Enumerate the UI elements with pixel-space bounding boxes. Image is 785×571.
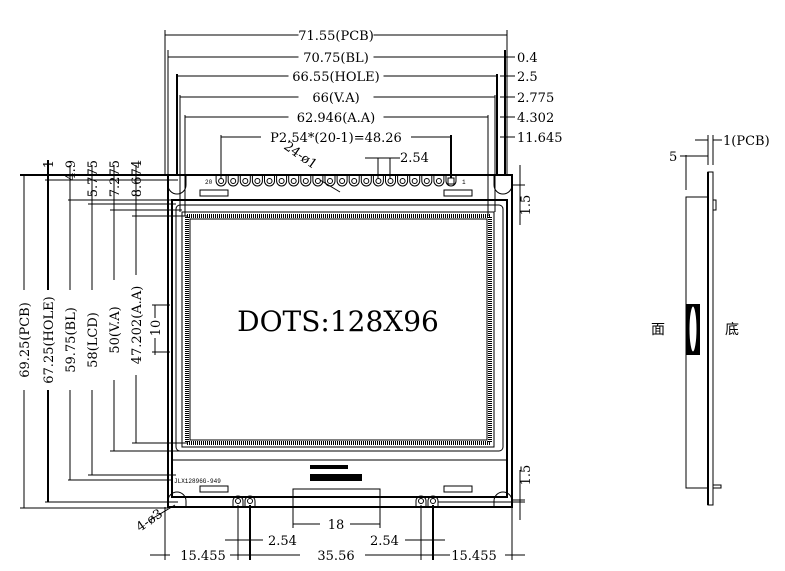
bottom-connector-tab: [292, 488, 381, 507]
pin-label-last: 20: [205, 179, 213, 186]
va-height-dim: 50(V.A): [108, 306, 123, 353]
right-offset-4: 4.302: [517, 111, 554, 126]
va-width-dim: 66(V.A): [312, 91, 359, 106]
aa-height-dim: 47.202(A.A): [130, 286, 145, 365]
bottom-pin-pad: [415, 495, 427, 507]
pcb-outline: [167, 174, 513, 508]
connector-width: 18: [328, 518, 345, 533]
pin-pad: [336, 175, 348, 187]
pin-pitch-dim: 2.54: [400, 151, 429, 166]
left-offset-5: 8.674: [130, 160, 145, 197]
right-dimension-lines: [438, 165, 525, 520]
side-pcb-thickness: 1(PCB): [723, 134, 770, 149]
active-area-inner: [189, 218, 488, 441]
bottom-dimension-lines: [149, 504, 525, 560]
edge-left: 15.455: [180, 549, 226, 564]
pcb-width-dim: 71.55(PCB): [298, 29, 374, 44]
pin-pad: [251, 175, 263, 187]
pin-pad: [227, 175, 239, 187]
bottom-pins: [232, 495, 439, 507]
mount-holes-label: 4-ø3: [134, 506, 166, 535]
right-offset-3: 2.775: [517, 91, 554, 106]
pin-pad: [215, 175, 227, 187]
small-height-dim: 10: [149, 320, 164, 337]
pcb-height-dim: 69.25(PCB): [18, 302, 33, 378]
center-span: 35.56: [317, 549, 354, 564]
chip-2: [310, 474, 362, 481]
backlight-frame: [171, 189, 508, 498]
pin-pad: [372, 175, 384, 187]
pin-span-dim: P2.54*(20-1)=48.26: [270, 131, 402, 146]
pin-pad: [276, 175, 288, 187]
left-offset-4: 7.275: [108, 160, 123, 197]
aa-width-dim: 62.946(A.A): [297, 111, 376, 126]
pitch-left: 2.54: [268, 534, 297, 549]
left-offset-2: 4.9: [64, 160, 79, 181]
display-label: DOTS:128X96: [237, 305, 439, 338]
hole-span-v-dim: 67.25(HOLE): [42, 296, 57, 383]
edge-right: 15.455: [451, 549, 497, 564]
pin-pad: [421, 175, 433, 187]
bl-width-dim: 70.75(BL): [303, 51, 369, 66]
side-back-label: 底: [725, 322, 739, 338]
right-offset-1: 0.4: [517, 51, 538, 66]
bottom-pin-pad: [232, 495, 244, 507]
right-offset-bottom: 1.5: [519, 465, 534, 486]
lcd-height-dim: 58(LCD): [86, 312, 101, 368]
pin-pad: [397, 175, 409, 187]
side-front-label: 面: [651, 322, 665, 338]
bl-height-dim: 59.75(BL): [64, 307, 79, 373]
active-area: [185, 214, 492, 445]
pin-pad: [409, 175, 421, 187]
pin-pad: [288, 175, 300, 187]
right-offset-5: 11.645: [517, 131, 563, 146]
bottom-pin-pad: [427, 495, 439, 507]
viewing-area: [181, 211, 495, 448]
side-view: [680, 135, 722, 506]
right-offset-2: 2.5: [517, 70, 538, 85]
pin-pad: [360, 175, 372, 187]
pin-pad: [264, 175, 275, 187]
top-dimension-lines: [164, 30, 508, 216]
pin-pad: [385, 175, 396, 187]
part-number: JLX12896G-949: [174, 478, 221, 485]
right-offset-top: 1.5: [519, 195, 534, 216]
pin-pad: [239, 175, 251, 187]
top-pin-row: [215, 175, 457, 187]
pitch-right: 2.54: [370, 534, 399, 549]
left-offset-1: 1: [42, 160, 57, 168]
side-depth: 5: [669, 150, 677, 165]
pin-pad: [348, 175, 360, 187]
pin-pad: [300, 175, 312, 187]
bottom-pin-pad: [244, 495, 256, 507]
hole-span-dim: 66.55(HOLE): [292, 70, 379, 85]
left-offset-3: 5.775: [86, 160, 101, 197]
pin-pad: [433, 175, 445, 187]
pin-label-first: 1: [462, 179, 466, 186]
chip-1: [310, 465, 348, 469]
